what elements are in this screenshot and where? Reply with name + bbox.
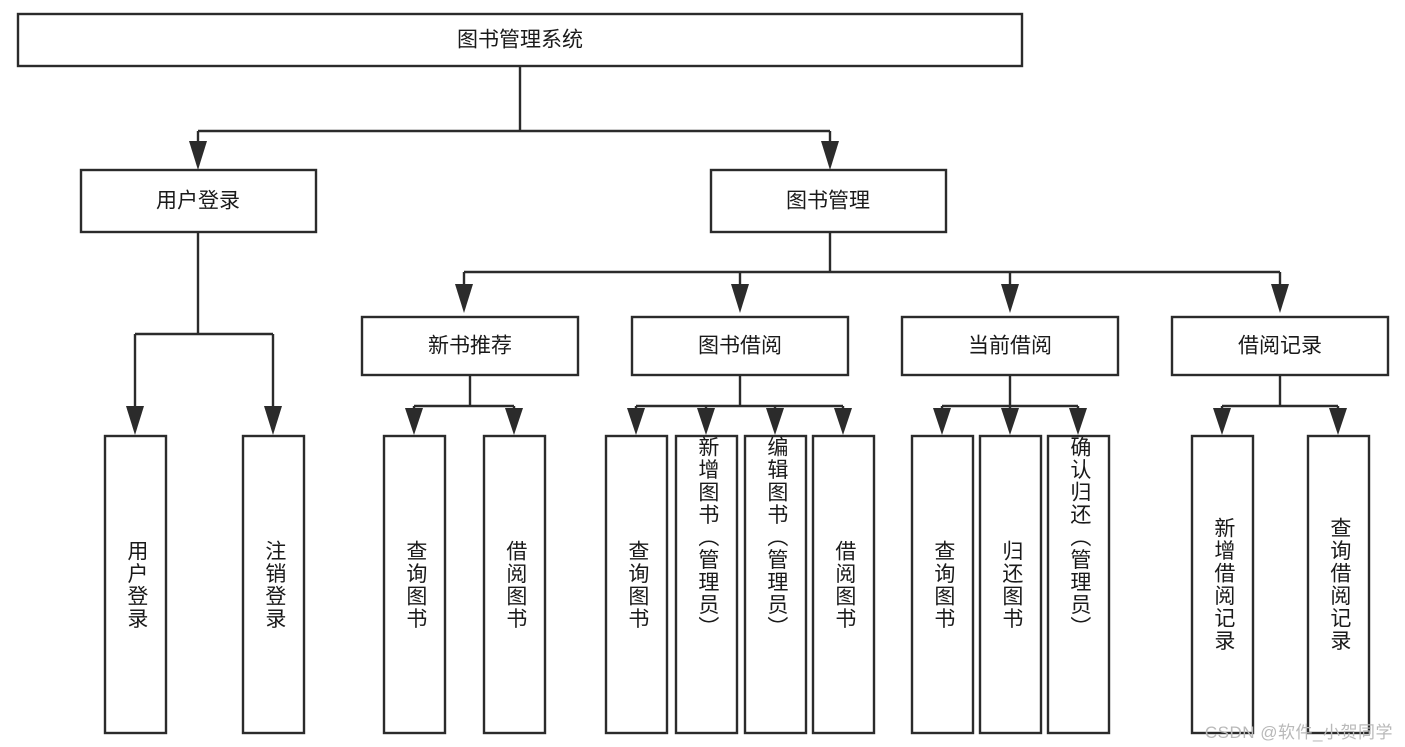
node-user-login-label: 用户登录 (156, 190, 240, 213)
node-root-book-management-system[interactable] (16, 12, 1024, 68)
arrow-current-leaf-1 (933, 408, 951, 435)
node-new-book-recommend-label: 新书推荐 (428, 335, 512, 358)
leaf-book-borrow-4[interactable] (811, 434, 876, 735)
node-book-borrow-label: 图书借阅 (698, 335, 782, 358)
arrow-borrow-leaf-1 (627, 408, 645, 435)
arrow-borrow-leaf-3 (766, 408, 784, 435)
arrow-user-leaf-1 (126, 406, 144, 435)
arrow-current-leaf-3 (1069, 408, 1087, 435)
node-borrow-record[interactable] (1170, 315, 1390, 377)
node-book-management-label: 图书管理 (786, 190, 870, 213)
leaf-book-borrow-2[interactable] (674, 434, 739, 735)
node-book-management[interactable] (709, 168, 948, 234)
node-new-book-recommend[interactable] (360, 315, 580, 377)
arrow-borrow-leaf-2 (697, 408, 715, 435)
arrow-to-new-book (455, 284, 473, 313)
arrow-current-leaf-2 (1001, 408, 1019, 435)
node-user-login[interactable] (79, 168, 318, 234)
arrow-borrow-leaf-4 (834, 408, 852, 435)
leaf-new-book-1[interactable] (382, 434, 447, 735)
leaf-current-borrow-2[interactable] (978, 434, 1043, 735)
arrow-record-leaf-2 (1329, 408, 1347, 435)
arrow-newbook-leaf-1 (405, 408, 423, 435)
arrow-to-user-login (189, 141, 207, 170)
node-book-borrow[interactable] (630, 315, 850, 377)
node-borrow-record-label: 借阅记录 (1238, 335, 1322, 358)
csdn-watermark: CSDN @软件_小贺同学 (1204, 723, 1393, 742)
leaf-book-borrow-3[interactable] (743, 434, 808, 735)
arrow-to-borrow-record (1271, 284, 1289, 313)
leaf-book-borrow-1[interactable] (604, 434, 669, 735)
leaf-new-book-2[interactable] (482, 434, 547, 735)
arrow-user-leaf-2 (264, 406, 282, 435)
arrow-to-book-borrow (731, 284, 749, 313)
node-layer: 图书管理系统 用户登录 图书管理 新书推荐 图书借阅 当前借阅 借阅记录 (16, 12, 1390, 735)
connector-layer (126, 66, 1347, 435)
leaf-current-borrow-1[interactable] (910, 434, 975, 735)
leaf-user-login-2[interactable] (241, 434, 306, 735)
node-current-borrow[interactable] (900, 315, 1120, 377)
node-current-borrow-label: 当前借阅 (968, 335, 1052, 358)
node-root-label: 图书管理系统 (457, 29, 583, 52)
leaf-user-login-1[interactable] (103, 434, 168, 735)
leaf-borrow-record-2[interactable] (1306, 434, 1371, 735)
arrow-newbook-leaf-2 (505, 408, 523, 435)
arrow-to-book-manage (821, 141, 839, 170)
leaf-borrow-record-1[interactable] (1190, 434, 1255, 735)
arrow-to-current-borrow (1001, 284, 1019, 313)
leaf-current-borrow-3[interactable] (1046, 434, 1111, 735)
arrow-record-leaf-1 (1213, 408, 1231, 435)
